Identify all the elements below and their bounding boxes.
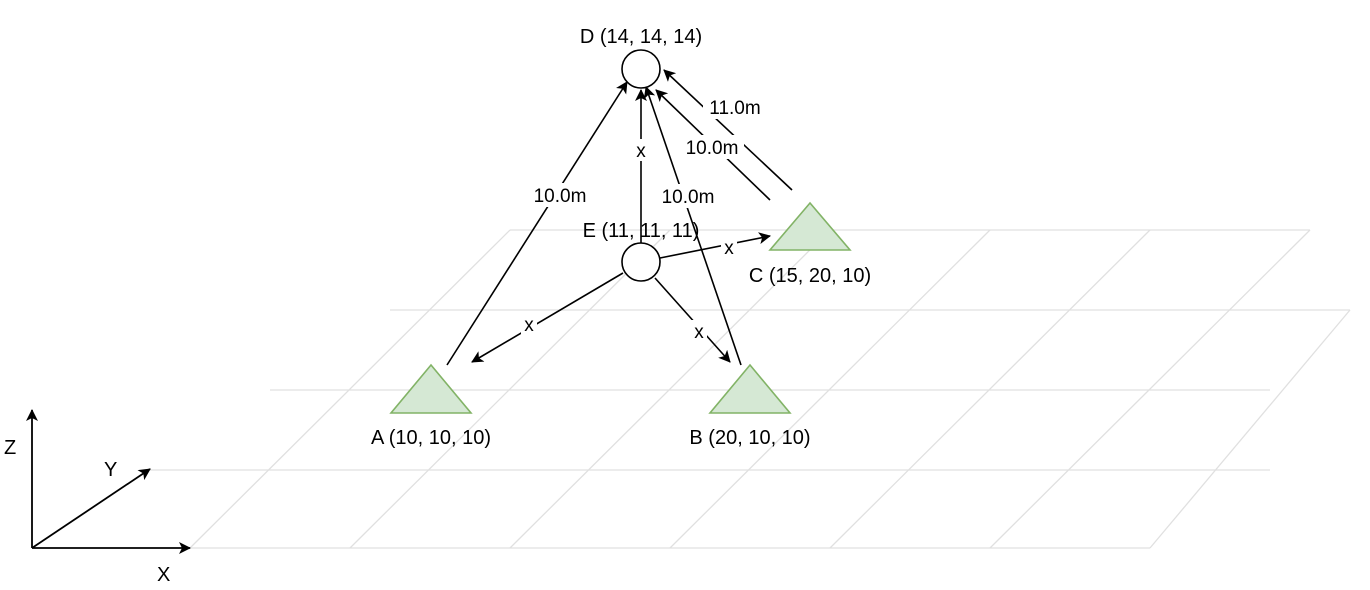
edge-label-c-d-inner: 10.0m: [686, 138, 739, 159]
edge-label-c-d-outer: 11.0m: [709, 98, 760, 119]
x-axis-label: X: [157, 564, 170, 586]
edge-c-to-d-outer: [663, 69, 793, 191]
edge-label-e-d: x: [636, 141, 646, 162]
edge-e-to-c: [659, 232, 771, 259]
anchor-b-label: B (20, 10, 10): [689, 427, 810, 449]
anchor-b: [708, 363, 792, 414]
edge-label-e-a: x: [524, 315, 534, 336]
z-axis-label: Z: [4, 437, 16, 459]
node-d: [621, 49, 661, 89]
edge-b-to-d: [643, 86, 742, 366]
anchor-c-label: C (15, 20, 10): [749, 265, 871, 287]
anchor-a-label: A (10, 10, 10): [371, 427, 491, 449]
nodes: D (14, 14, 14) E (11, 11, 11) A (10, 10,…: [371, 26, 871, 449]
edge-label-e-c: x: [724, 238, 734, 259]
anchor-a: [389, 363, 473, 414]
node-d-label: D (14, 14, 14): [580, 26, 702, 48]
y-axis-label: Y: [104, 459, 117, 481]
node-e-label: E (11, 11, 11): [583, 220, 700, 242]
anchor-c: [768, 201, 852, 251]
edge-labels: 10.0m 10.0m 10.0m 11.0m x x x x: [521, 95, 767, 343]
edge-label-b-d: 10.0m: [662, 187, 715, 208]
edge-a-to-d: [446, 81, 628, 366]
y-axis: [31, 468, 151, 549]
node-e: [621, 242, 661, 282]
edge-label-e-b: x: [694, 322, 704, 343]
edge-label-a-d: 10.0m: [534, 186, 587, 207]
edge-e-to-a: [471, 272, 624, 363]
axes-gizmo: Z Y X: [4, 409, 191, 586]
